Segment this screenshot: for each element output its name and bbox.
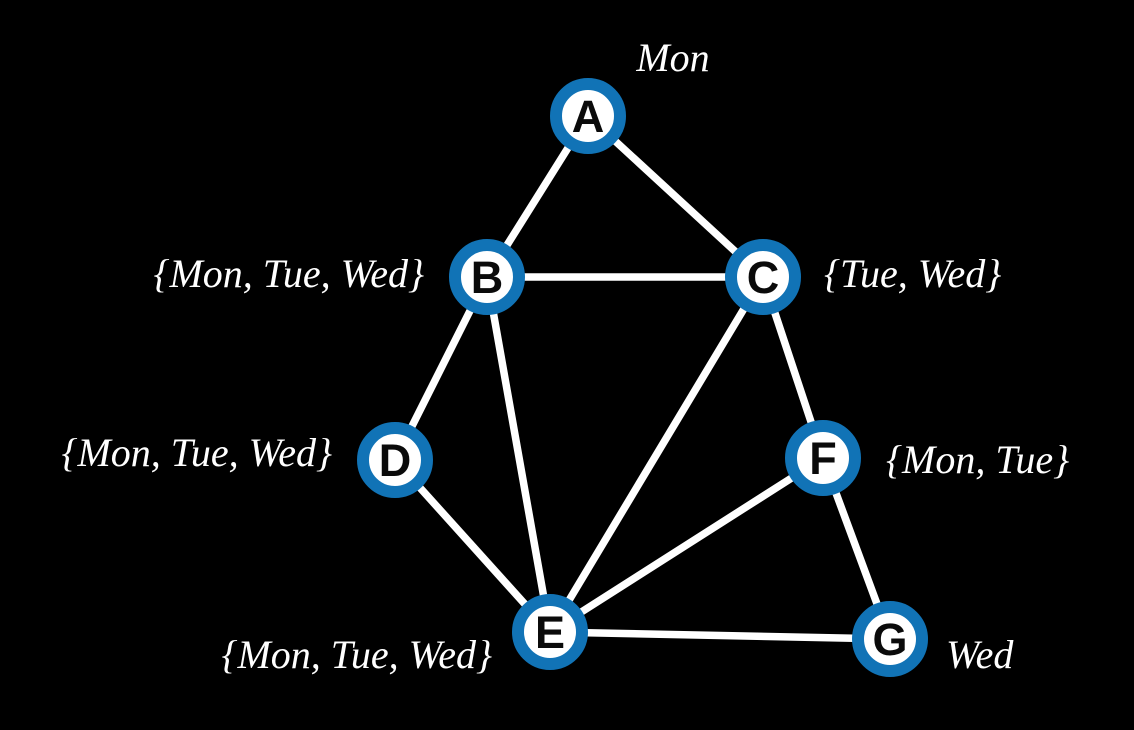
node-F: F <box>785 420 861 496</box>
node-G-circle <box>852 601 928 677</box>
node-A-domain-label: Mon <box>635 35 709 80</box>
node-G-domain-label: Wed <box>946 632 1014 677</box>
node-D-domain-label: {Mon, Tue, Wed} <box>61 430 332 475</box>
node-D: D <box>357 422 433 498</box>
node-C-letter: C <box>747 252 780 303</box>
node-B-circle <box>449 239 525 315</box>
node-D-circle <box>357 422 433 498</box>
edge-E-G <box>546 628 894 643</box>
edge-A-C <box>584 112 767 281</box>
node-D-letter: D <box>379 435 412 486</box>
node-B-letter: B <box>471 252 504 303</box>
node-A: A <box>550 78 626 154</box>
edge-layer <box>391 112 894 643</box>
node-B: B <box>449 239 525 315</box>
node-F-circle <box>785 420 861 496</box>
node-C-domain-label: {Tue, Wed} <box>824 251 1001 296</box>
node-C-circle <box>725 239 801 315</box>
label-layer: Mon {Mon, Tue, Wed} {Tue, Wed} {Mon, Tue, W… <box>61 35 1069 677</box>
node-A-circle <box>550 78 626 154</box>
node-E: E <box>512 594 588 670</box>
edge-D-E <box>391 456 554 636</box>
edge-B-E <box>483 273 554 636</box>
node-G-letter: G <box>872 614 907 665</box>
edge-E-F <box>546 454 827 636</box>
edge-C-E <box>546 273 767 636</box>
node-B-domain-label: {Mon, Tue, Wed} <box>153 251 424 296</box>
node-C: C <box>725 239 801 315</box>
node-layer: A B C D F E G <box>357 78 928 677</box>
node-G: G <box>852 601 928 677</box>
node-A-letter: A <box>572 91 605 142</box>
node-F-letter: F <box>809 433 837 484</box>
node-E-domain-label: {Mon, Tue, Wed} <box>221 632 492 677</box>
node-E-circle <box>512 594 588 670</box>
node-E-letter: E <box>535 607 565 658</box>
node-F-domain-label: {Mon, Tue} <box>886 437 1069 482</box>
